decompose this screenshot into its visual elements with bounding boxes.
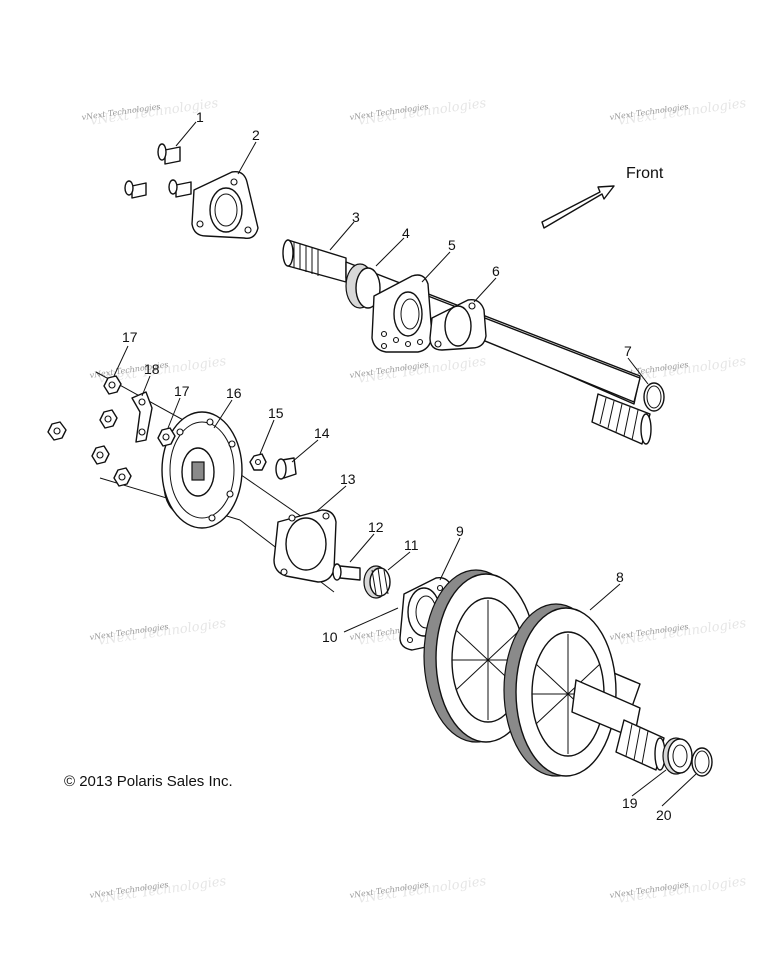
callout-12: 12 <box>368 519 384 535</box>
callout-3: 3 <box>352 209 360 225</box>
callout-6: 6 <box>492 263 500 279</box>
callout-18: 18 <box>144 361 160 377</box>
nut-1-icon <box>47 421 67 441</box>
front-direction-arrow-icon <box>541 185 615 229</box>
watermark-3: vNext Technologies vNext Technologies <box>609 96 747 129</box>
bearing-housing-icon <box>371 274 433 353</box>
bolt-3-icon <box>168 179 192 198</box>
callout-20: 20 <box>656 807 672 823</box>
callout-17b: 17 <box>174 383 190 399</box>
callout-15: 15 <box>268 405 284 421</box>
pin-icon <box>275 457 297 480</box>
callout-1: 1 <box>196 109 204 125</box>
callout-17a: 17 <box>122 329 138 345</box>
hub-assembly-icon <box>95 371 335 593</box>
copyright-notice: © 2013 Polaris Sales Inc. <box>64 773 233 790</box>
callout-numbers: 1 2 3 4 5 6 7 8 9 10 11 12 13 14 15 16 1… <box>122 109 672 823</box>
sprocket-gear-icon <box>363 565 391 599</box>
end-bearing-icon <box>662 737 693 775</box>
callout-2: 2 <box>252 127 260 143</box>
watermark-10: vNext Technologies vNext Technologies <box>89 874 227 907</box>
callout-8: 8 <box>616 569 624 585</box>
snap-ring-icon <box>643 382 665 412</box>
callout-13: 13 <box>340 471 356 487</box>
watermark-9: vNext Technologies vNext Technologies <box>609 616 747 649</box>
small-nut-icon <box>249 453 267 471</box>
callout-10: 10 <box>322 629 338 645</box>
bolt-2-icon <box>124 180 147 199</box>
gasket-icon <box>429 299 487 351</box>
callout-7: 7 <box>624 343 632 359</box>
leader-lines <box>113 121 697 807</box>
bolt-12-icon <box>332 563 361 581</box>
watermark-11: vNext Technologies vNext Technologies <box>349 874 487 907</box>
callout-5: 5 <box>448 237 456 253</box>
nut-4-icon <box>113 467 132 487</box>
end-ring-icon <box>691 747 713 777</box>
flange-plate-icon <box>191 171 259 239</box>
watermark-2: vNext Technologies vNext Technologies <box>349 96 487 129</box>
drive-sprocket-assembly-icon <box>423 569 666 777</box>
gasket-plate-icon <box>273 509 337 583</box>
nut-17b-icon <box>157 427 176 447</box>
callout-16: 16 <box>226 385 242 401</box>
callout-19: 19 <box>622 795 638 811</box>
callout-11: 11 <box>404 537 419 553</box>
callout-4: 4 <box>402 225 410 241</box>
watermark-12: vNext Technologies vNext Technologies <box>609 874 747 907</box>
bolt-1-icon <box>157 143 181 165</box>
callout-14: 14 <box>314 425 330 441</box>
callout-9: 9 <box>456 523 464 539</box>
nut-17a-icon <box>103 375 122 395</box>
bracket-icon <box>131 391 153 443</box>
watermark-4: vNext Technologies vNext Technologies <box>349 354 487 387</box>
nut-2-icon <box>99 409 118 429</box>
front-direction-label: Front <box>626 165 664 182</box>
nut-3-icon <box>91 445 110 465</box>
watermark-7: vNext Technologies vNext Technologies <box>89 616 227 649</box>
